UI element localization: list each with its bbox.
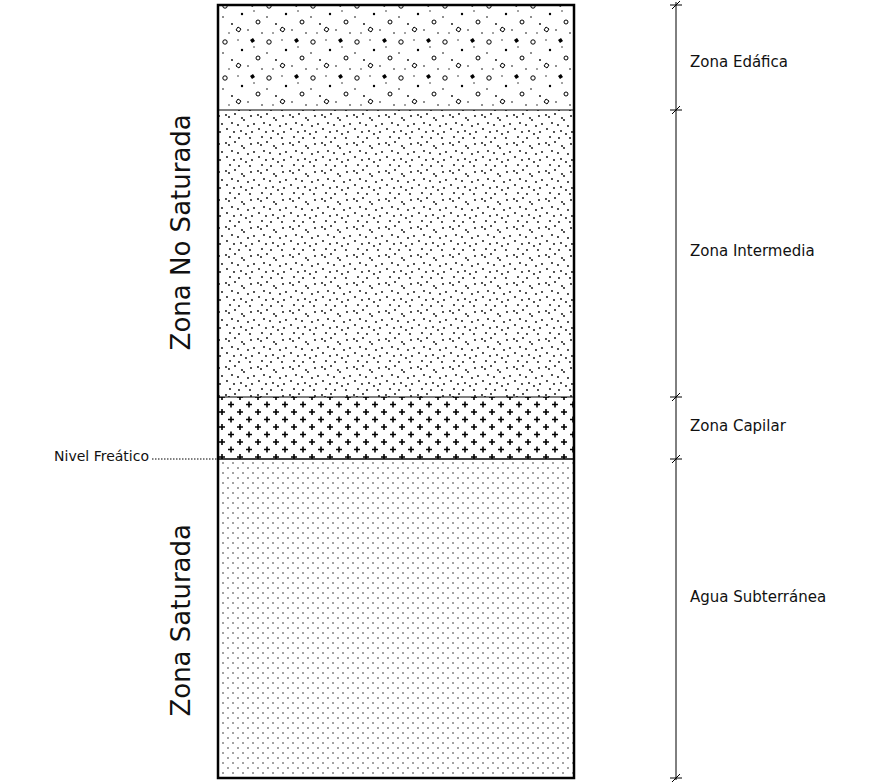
zone-label: Zona Edáfica [690,54,788,71]
zone-label: Zona Intermedia [690,243,815,260]
region-label: Zona Saturada [167,524,196,717]
zone-label: Zona Capilar [690,418,786,435]
region-label: Zona No Saturada [167,114,196,350]
dimension-line [670,1,682,782]
zone-label: Agua Subterránea [690,589,826,606]
level-label: Nivel Freático [54,449,149,464]
